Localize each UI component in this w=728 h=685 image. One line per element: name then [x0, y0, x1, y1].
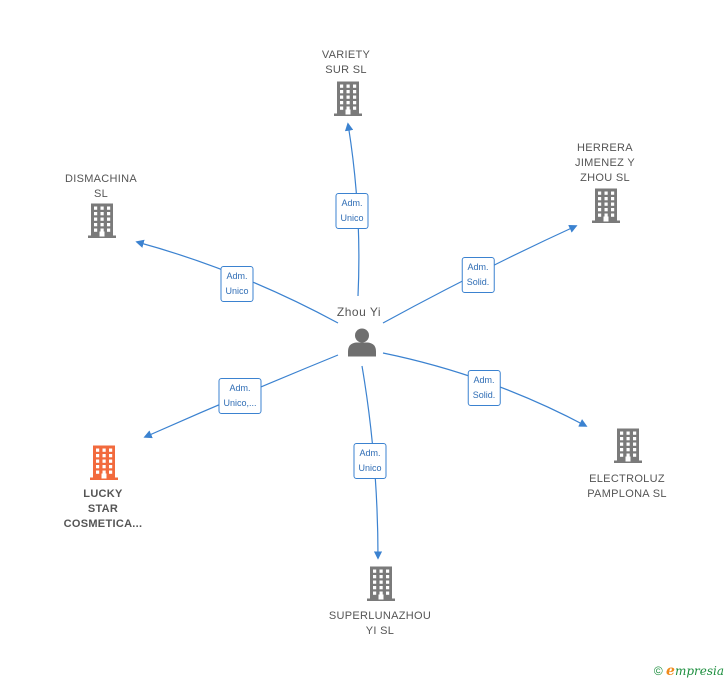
company-electroluz[interactable]: ELECTROLUZ PAMPLONA SL [587, 473, 667, 500]
company-lucky-star[interactable]: LUCKY STAR COSMETICA... [63, 488, 143, 530]
edge-label-lucky[interactable]: Adm. Unico,... [218, 378, 262, 414]
copyright-symbol: © [653, 664, 663, 678]
company-variety-sur[interactable]: VARIETY SUR SL [321, 49, 371, 76]
footer-brand: © empresia [654, 663, 724, 679]
center-person-name[interactable]: Zhou Yi [336, 305, 382, 319]
building-icon[interactable] [89, 445, 119, 486]
building-icon[interactable] [87, 203, 117, 244]
company-superlunazhou[interactable]: SUPERLUNAZHOU YI SL [328, 610, 432, 637]
edge-label-herrera[interactable]: Adm. Solid. [461, 257, 495, 293]
brand-logo[interactable]: empresia [666, 663, 724, 679]
edge-label-variety[interactable]: Adm. Unico [335, 193, 369, 229]
edge-label-electroluz[interactable]: Adm. Solid. [467, 370, 501, 406]
building-icon[interactable] [613, 428, 643, 469]
building-icon[interactable] [366, 566, 396, 607]
company-dismachina[interactable]: DISMACHINA SL [64, 173, 138, 200]
company-herrera-jimenez[interactable]: HERRERA JIMENEZ Y ZHOU SL [575, 142, 635, 184]
edge-label-dismachina[interactable]: Adm. Unico [220, 266, 254, 302]
person-icon[interactable] [347, 327, 377, 362]
edge-label-superluna[interactable]: Adm. Unico [353, 443, 387, 479]
building-icon[interactable] [333, 81, 363, 122]
building-icon[interactable] [591, 188, 621, 229]
